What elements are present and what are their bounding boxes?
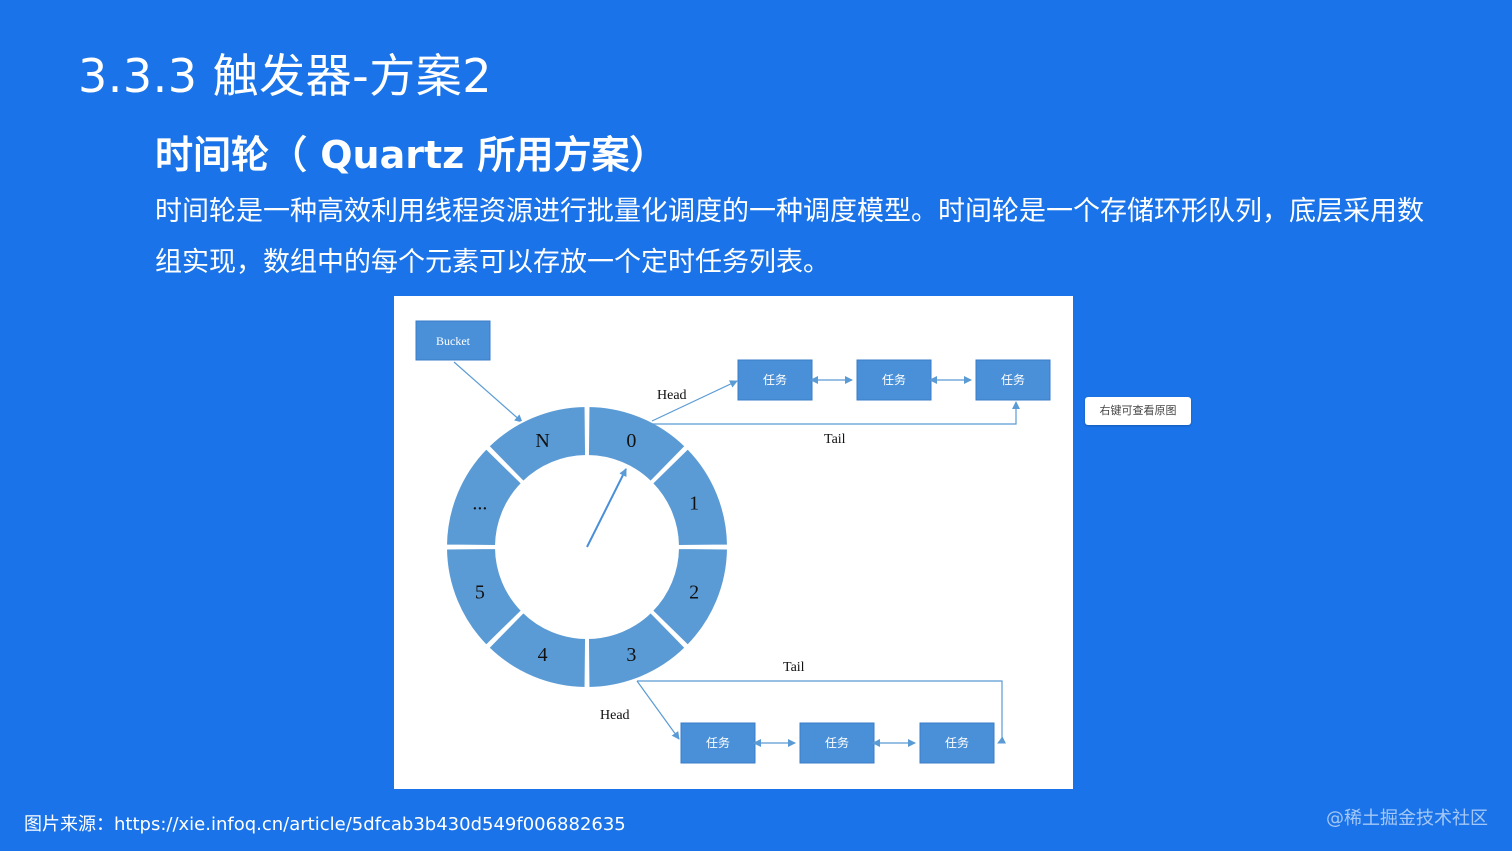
- community-watermark: @稀土掘金技术社区: [1326, 808, 1488, 829]
- ring-segment-5: [444, 546, 524, 648]
- bottom-task-2-label: 任务: [825, 735, 849, 750]
- ring-segment-label-5: 5: [475, 581, 485, 603]
- ring-segment-3: [586, 610, 688, 690]
- bottom-tail-label: Tail: [783, 660, 805, 675]
- ring-segment-label-7: N: [535, 430, 549, 452]
- ring-segment-label-2: 2: [689, 581, 699, 603]
- bucket-label: Bucket: [436, 334, 471, 348]
- top-task-2-label: 任务: [882, 372, 906, 387]
- clock-hand: [586, 468, 627, 548]
- slide-subtitle: 时间轮（ Quartz 所用方案）: [155, 133, 668, 177]
- ring-segment-label-6: ...: [472, 493, 487, 515]
- top-task-1-label: 任务: [763, 372, 787, 387]
- top-task-3: [975, 359, 1051, 401]
- top-head-arrow: [651, 380, 738, 422]
- bottom-tail-arrow: [637, 680, 1007, 744]
- top-task-3-label: 任务: [1001, 372, 1025, 387]
- ring-segment-7: [486, 404, 588, 484]
- bottom-head-label: Head: [600, 708, 630, 723]
- ring-segment-label-1: 1: [689, 493, 699, 515]
- ring-segment-2: [650, 546, 730, 648]
- view-original-tooltip[interactable]: 右键可查看原图: [1085, 397, 1191, 425]
- image-source-caption: 图片来源：https://xie.infoq.cn/article/5dfcab…: [24, 814, 626, 835]
- ring-segment-6: [444, 446, 524, 548]
- ring-segment-label-3: 3: [626, 644, 636, 666]
- slide-title: 3.3.3 触发器-方案2: [78, 49, 493, 103]
- time-wheel-diagram: Bucket 0 1 2 3 4 5... N Head 任务 任务 任务 Tail Hea…: [415, 320, 1051, 764]
- ring-segment-4: [486, 610, 588, 690]
- ring-segment-label-4: 4: [538, 644, 548, 666]
- bucket-arrow: [453, 361, 523, 423]
- slide-body-text: 时间轮是一种高效利用线程资源进行批量化调度的一种调度模型。时间轮是一个存储环形队…: [155, 196, 1424, 278]
- ring-segment-label-0: 0: [626, 430, 636, 452]
- bucket-box: [415, 320, 491, 361]
- top-task-2: [856, 359, 932, 401]
- bottom-task-1: [680, 722, 756, 764]
- bottom-task-3: [919, 722, 995, 764]
- ring-segment-1: [650, 446, 730, 548]
- top-tail-label: Tail: [824, 432, 846, 447]
- time-wheel-ring: 0 1 2 3 4 5... N: [444, 404, 730, 690]
- top-head-label: Head: [657, 388, 687, 403]
- ring-segment-0: [586, 404, 688, 484]
- top-tail-arrow: [652, 401, 1020, 425]
- bottom-task-3-label: 任务: [945, 735, 969, 750]
- bottom-task-1-label: 任务: [706, 735, 730, 750]
- time-wheel-figure[interactable]: Bucket 0 1 2 3 4 5... N Head 任务 任务 任务 Tail Hea…: [394, 296, 1073, 789]
- bottom-head-arrow: [636, 680, 680, 740]
